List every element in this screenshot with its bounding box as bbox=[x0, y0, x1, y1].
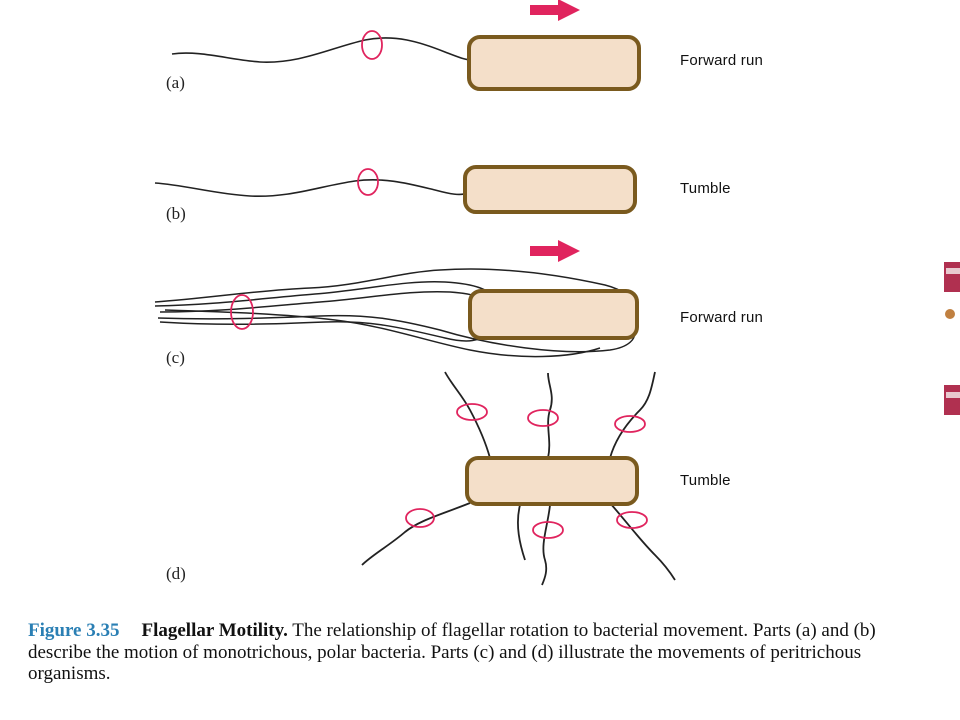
panel-d-illustration bbox=[361, 371, 676, 586]
figure-caption: Figure 3.35 Flagellar Motility. The relat… bbox=[28, 620, 943, 685]
panel-c-direction-arrow-head bbox=[558, 240, 580, 262]
figure-number: Figure 3.35 bbox=[28, 620, 120, 641]
panel-d-flagella bbox=[361, 371, 676, 586]
figure-title: Flagellar Motility. bbox=[141, 620, 288, 641]
panel-d-label: Tumble bbox=[680, 472, 731, 489]
panel-d-letter: (d) bbox=[166, 564, 186, 583]
panel-a-illustration bbox=[171, 0, 641, 91]
panel-a-rotation-icon bbox=[361, 30, 383, 60]
panel-d-bacterium-cell bbox=[465, 456, 639, 506]
panel-b-label: Tumble bbox=[680, 180, 731, 197]
panel-b-letter: (b) bbox=[166, 204, 186, 223]
flagellar-motility-diagram bbox=[154, 0, 960, 586]
panel-c-illustration bbox=[154, 240, 639, 358]
panel-a-flagellum bbox=[171, 37, 473, 63]
panel-c-label: Forward run bbox=[680, 309, 764, 326]
cropped-side-graphics bbox=[944, 262, 960, 415]
panel-b-flagellum bbox=[154, 179, 469, 198]
panel-a-label: Forward run bbox=[680, 52, 764, 69]
panel-b-bacterium-cell bbox=[463, 165, 637, 214]
panel-c-letter: (c) bbox=[166, 348, 185, 367]
panel-b-rotation-icon bbox=[357, 168, 379, 196]
panel-c-rotation-icon bbox=[230, 294, 254, 330]
panel-a-direction-arrow bbox=[530, 5, 560, 15]
panel-a-bacterium-cell bbox=[467, 35, 641, 91]
panel-d-rotation-icons bbox=[405, 403, 648, 539]
panel-a-direction-arrow-head bbox=[558, 0, 580, 21]
panel-b-illustration bbox=[154, 165, 637, 214]
figure-caption-text: The relationship of flagellar rotation t… bbox=[28, 620, 876, 684]
panel-a-letter: (a) bbox=[166, 73, 185, 92]
panel-c-bacterium-cell bbox=[468, 289, 639, 340]
panel-c-direction-arrow bbox=[530, 246, 560, 256]
